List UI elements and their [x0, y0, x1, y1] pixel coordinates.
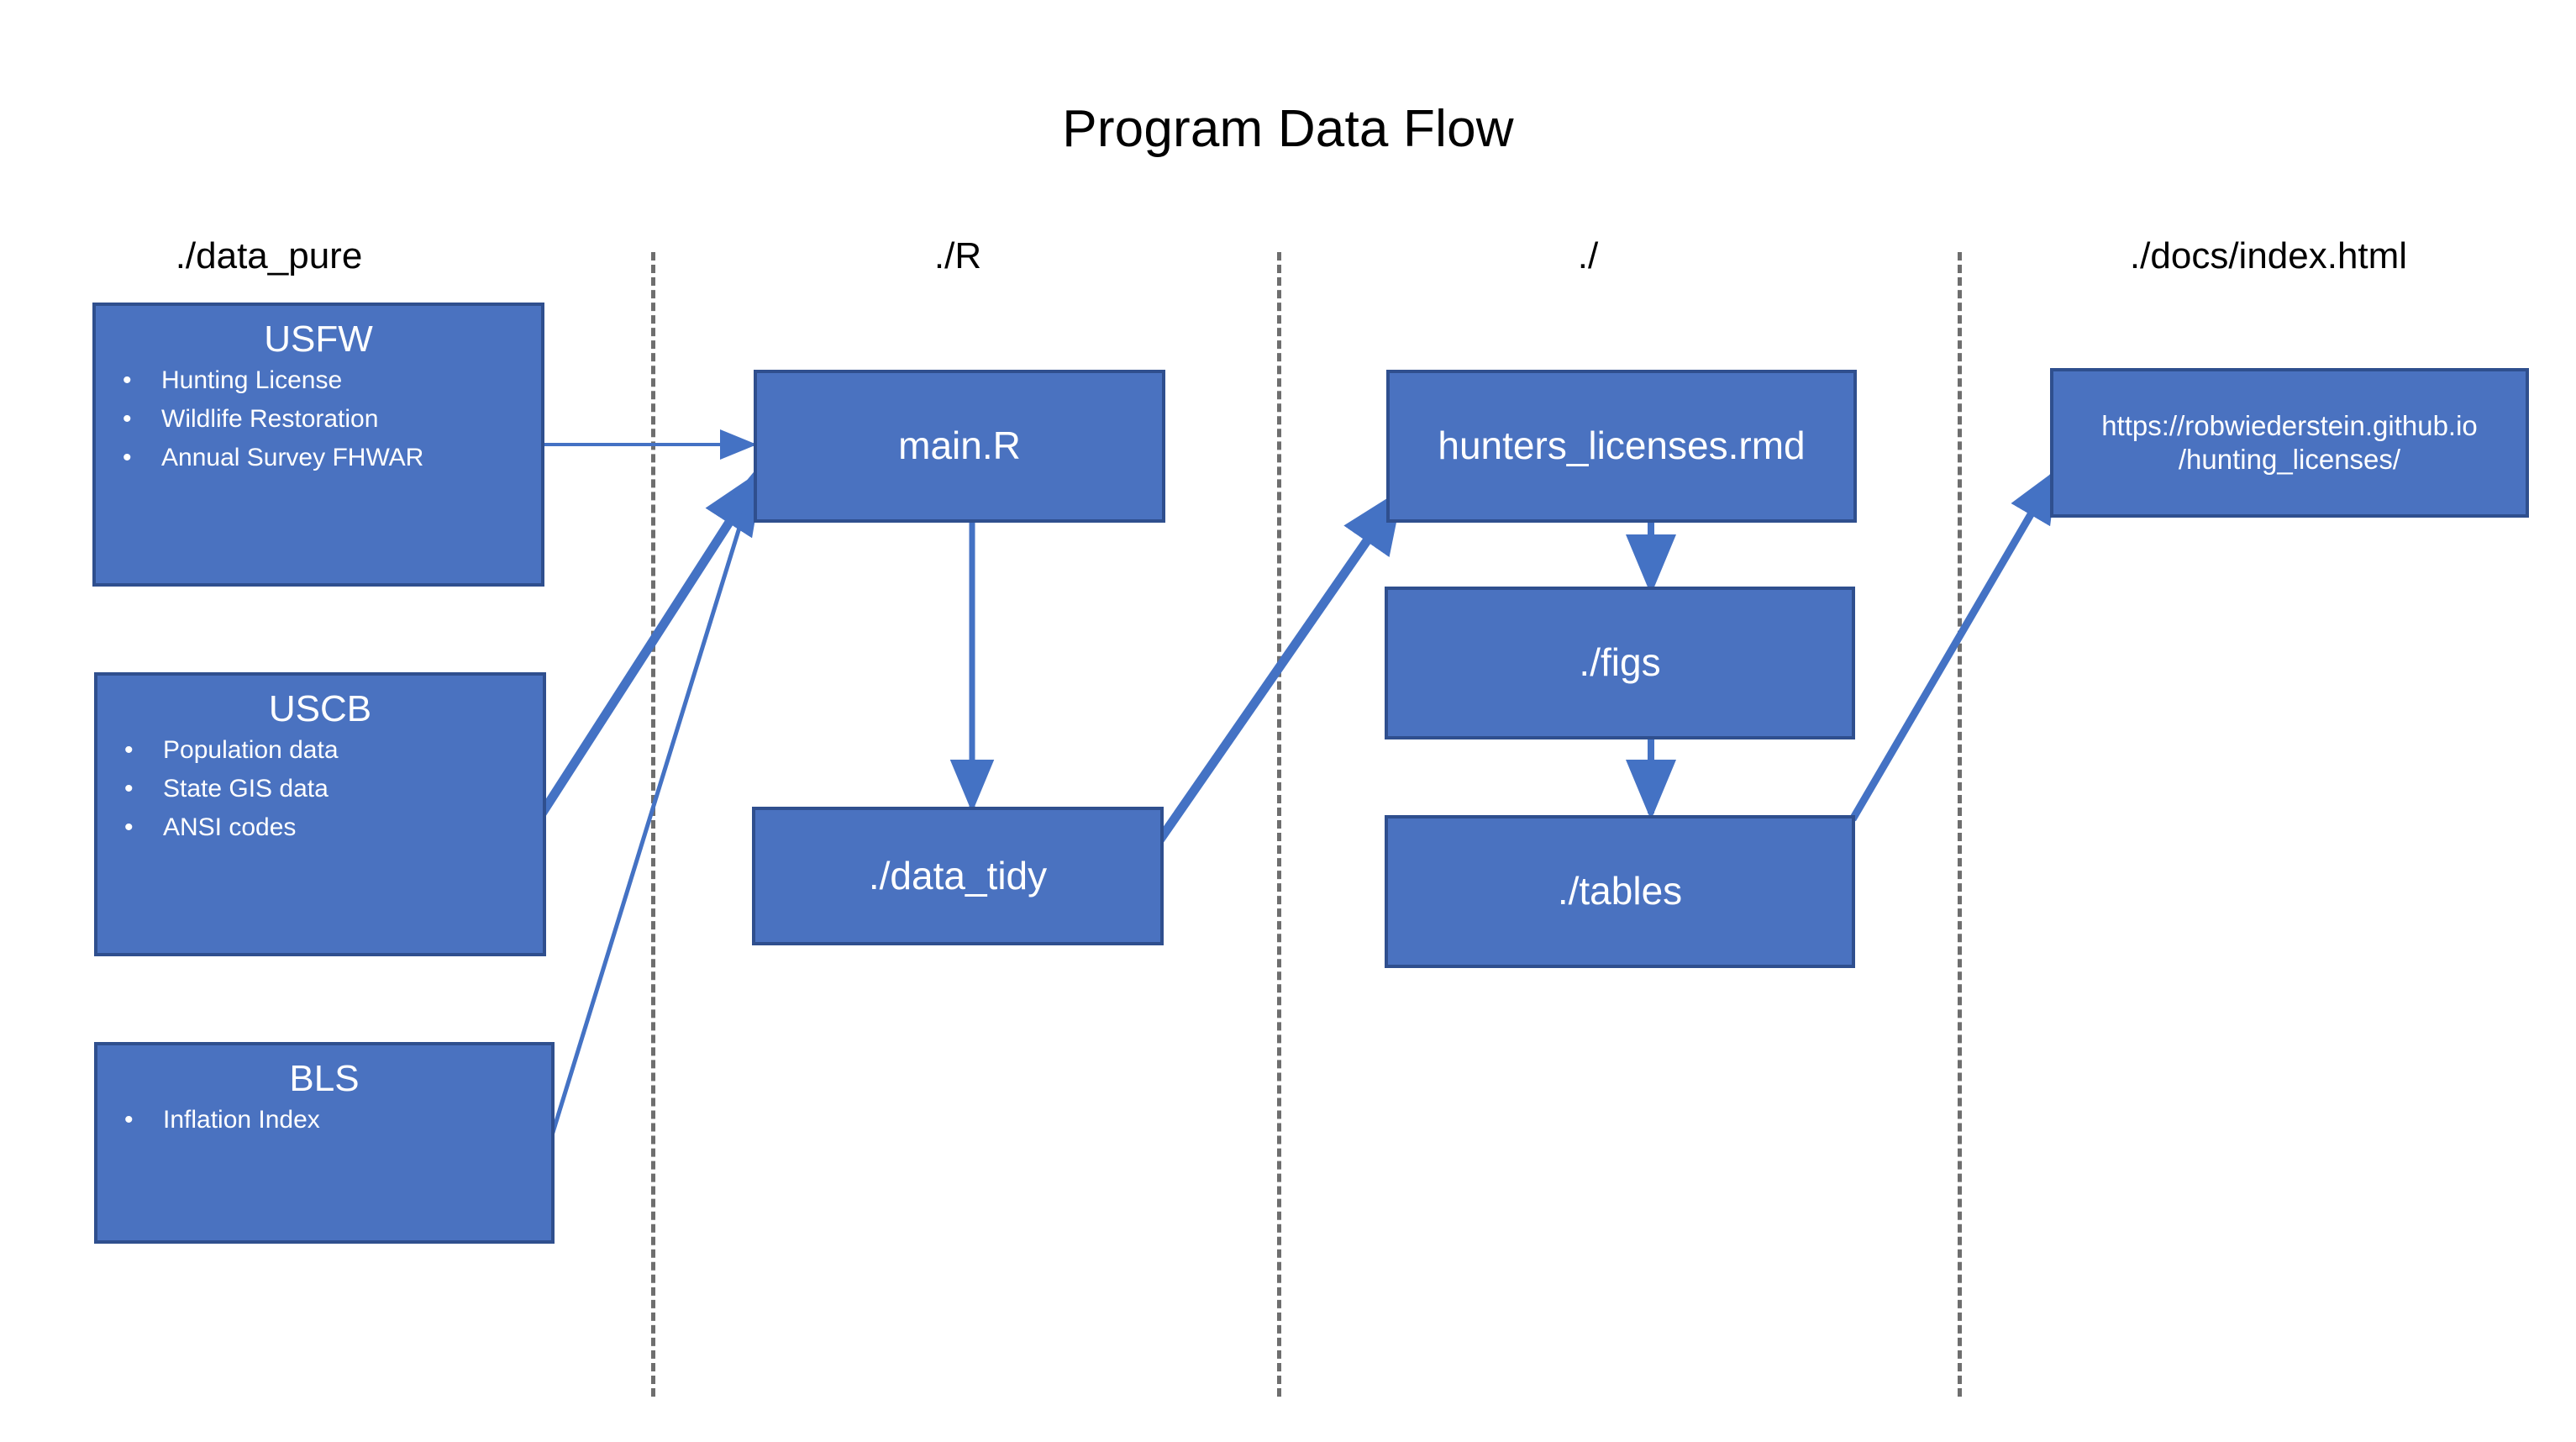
list-item: • Population data — [119, 731, 543, 770]
node-data-tidy-label: ./data_tidy — [868, 853, 1048, 897]
list-item-label: Inflation Index — [163, 1106, 320, 1134]
list-item-label: Wildlife Restoration — [161, 404, 379, 433]
list-item: • Hunting License — [118, 361, 541, 400]
edge-uscb-to-main-r — [534, 468, 764, 823]
column-header-data-pure: ./data_pure — [175, 235, 363, 276]
list-item-label: State GIS data — [163, 774, 329, 803]
node-hunters-licenses-rmd-label: hunters_licenses.rmd — [1438, 424, 1806, 468]
node-uscb-bullets: • Population data • State GIS data • ANSI c… — [97, 731, 543, 846]
list-item-label: Hunting License — [161, 366, 343, 395]
column-header-docs: ./docs/index.html — [2129, 235, 2408, 276]
column-divider-2 — [1277, 252, 1281, 1397]
column-divider-1 — [651, 252, 655, 1397]
list-item: • Wildlife Restoration — [118, 400, 541, 439]
list-item: • Inflation Index — [119, 1101, 551, 1139]
node-bls-bullets: • Inflation Index — [97, 1101, 551, 1139]
node-tables-label: ./tables — [1557, 869, 1683, 913]
node-usfw[interactable]: USFW • Hunting License • Wildlife Restorat… — [92, 303, 544, 587]
list-item: • ANSI codes — [119, 808, 543, 847]
list-item: • State GIS data — [119, 770, 543, 808]
column-header-r: ./R — [933, 235, 982, 276]
column-header-root: ./ — [1577, 235, 1599, 276]
node-tables[interactable]: ./tables — [1385, 815, 1855, 968]
node-main-r-label: main.R — [898, 424, 1021, 468]
bullet-icon: • — [124, 736, 134, 765]
node-usfw-bullets: • Hunting License • Wildlife Restoration •… — [96, 361, 541, 476]
node-usfw-title: USFW — [264, 318, 373, 360]
bullet-icon: • — [123, 366, 132, 395]
node-bls[interactable]: BLS • Inflation Index — [94, 1042, 555, 1244]
list-item: • Annual Survey FHWAR — [118, 439, 541, 477]
node-uscb[interactable]: USCB • Population data • State GIS data • A… — [94, 672, 546, 956]
node-site-url[interactable]: https://robwiederstein.github.io /huntin… — [2050, 368, 2529, 518]
page-title: Program Data Flow — [1062, 100, 1514, 158]
node-main-r[interactable]: main.R — [754, 370, 1165, 523]
node-hunters-licenses-rmd[interactable]: hunters_licenses.rmd — [1386, 370, 1857, 523]
node-uscb-title: USCB — [268, 688, 372, 729]
node-bls-title: BLS — [289, 1058, 360, 1099]
node-site-url-label: https://robwiederstein.github.io /huntin… — [2101, 409, 2478, 475]
list-item-label: Annual Survey FHWAR — [161, 443, 424, 471]
list-item-label: Population data — [163, 736, 339, 765]
bullet-icon: • — [123, 404, 132, 433]
bullet-icon: • — [124, 774, 134, 803]
column-divider-3 — [1958, 252, 1962, 1397]
node-figs[interactable]: ./figs — [1385, 587, 1855, 739]
edge-tables-to-site-url — [1849, 469, 2058, 822]
bullet-icon: • — [124, 1106, 134, 1134]
node-data-tidy[interactable]: ./data_tidy — [752, 807, 1164, 945]
bullet-icon: • — [124, 813, 134, 841]
node-figs-label: ./figs — [1579, 640, 1661, 685]
bullet-icon: • — [123, 443, 132, 471]
list-item-label: ANSI codes — [163, 813, 297, 841]
